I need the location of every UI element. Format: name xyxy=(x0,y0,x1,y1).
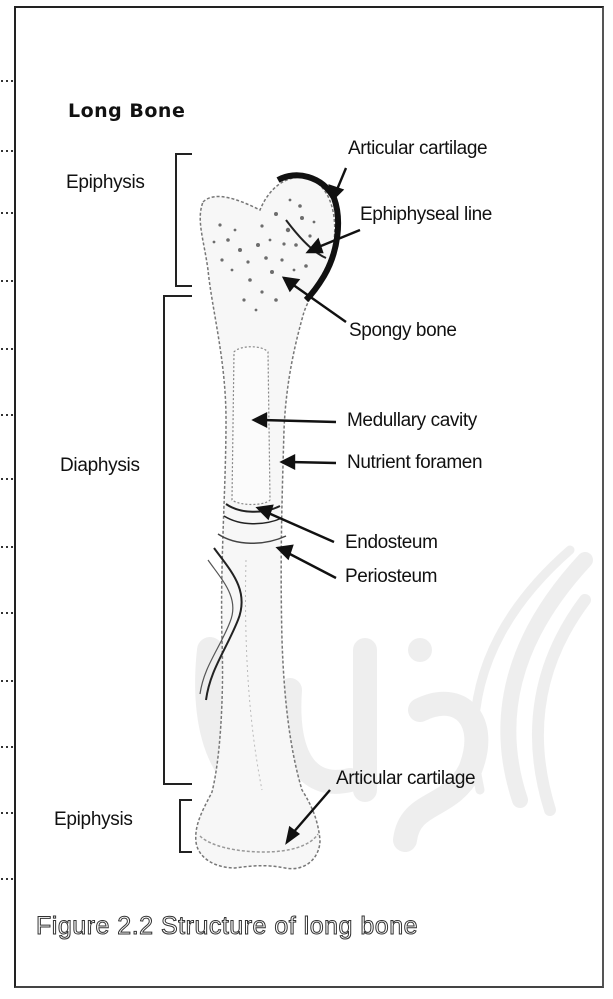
label-endosteum: Endosteum xyxy=(345,532,438,554)
label-articular-cartilage-top: Articular cartilage xyxy=(348,138,487,160)
figure-title: Long Bone xyxy=(68,100,185,122)
bracket-diaphysis xyxy=(164,296,192,784)
bone-illustration xyxy=(196,175,338,868)
bracket-epiphysis-bottom xyxy=(180,800,192,852)
region-diaphysis: Diaphysis xyxy=(60,455,140,477)
label-epiphyseal-line: Ephiphyseal line xyxy=(360,204,492,226)
label-periosteum: Periosteum xyxy=(345,566,437,588)
label-spongy-bone: Spongy bone xyxy=(349,320,457,342)
figure-caption: Figure 2.2 Structure of long bone xyxy=(36,912,418,941)
region-epiphysis-bottom: Epiphysis xyxy=(54,809,133,831)
bracket-epiphysis-top xyxy=(176,154,192,286)
region-epiphysis-top: Epiphysis xyxy=(66,172,145,194)
region-brackets xyxy=(164,154,192,852)
label-articular-cartilage-bottom: Articular cartilage xyxy=(336,768,475,790)
label-nutrient-foramen: Nutrient foramen xyxy=(347,452,482,474)
label-medullary-cavity: Medullary cavity xyxy=(347,410,477,432)
